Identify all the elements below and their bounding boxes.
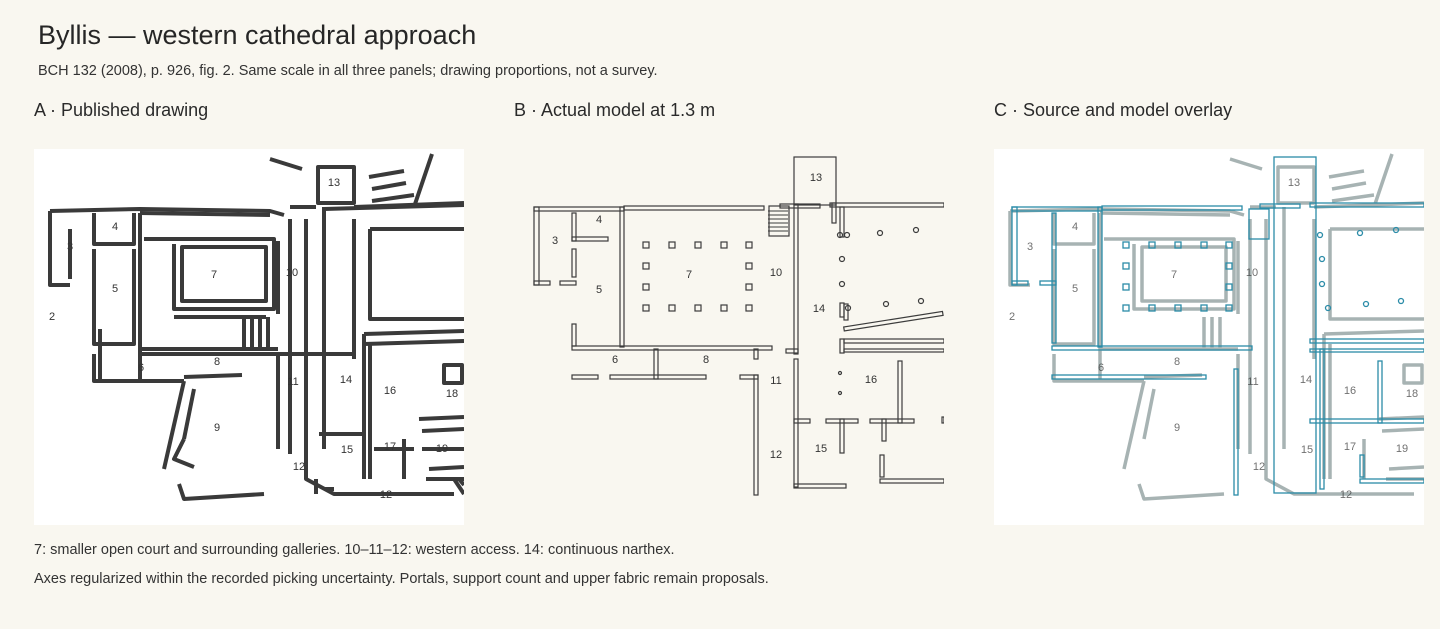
- drawing-walls: [48, 153, 464, 501]
- drawing-label: 11: [287, 376, 298, 388]
- overlay-label: 19: [1396, 443, 1408, 455]
- model-label: 6: [612, 354, 618, 366]
- drawing-room-labels: 13 3 4 7 10 5 2 8 6 11 14 16 18 9 15 17 …: [49, 177, 458, 501]
- model-label: 15: [815, 443, 827, 455]
- drawing-label: 9: [214, 422, 220, 434]
- drawing-label: 15: [341, 444, 353, 456]
- drawing-label: 7: [211, 269, 217, 281]
- overlay-label: 3: [1027, 241, 1033, 253]
- model-room-labels: 13 4 3 7 10 5 14 6 8 11 16 12 15: [552, 172, 877, 461]
- model-walls: [533, 156, 944, 496]
- note-line-2: Axes regularized within the recorded pic…: [34, 571, 769, 587]
- overlay-drawing-walls: [1008, 153, 1424, 501]
- model-label: 12: [770, 449, 782, 461]
- model-plan-svg: 13 4 3 7 10 5 14 6 8 11 16 12 15: [533, 156, 944, 496]
- drawing-label: 10: [286, 267, 298, 279]
- drawing-label: 18: [446, 388, 458, 400]
- page-title: Byllis — western cathedral approach: [38, 20, 477, 50]
- panel-b-model: 13 4 3 7 10 5 14 6 8 11 16 12 15: [514, 149, 944, 525]
- drawing-label: 19: [436, 443, 448, 455]
- drawing-label: 5: [112, 283, 118, 295]
- model-label: 11: [770, 375, 781, 387]
- note-line-1: 7: smaller open court and surrounding ga…: [34, 542, 675, 558]
- drawing-label: 14: [340, 374, 352, 386]
- overlay-label: 13: [1288, 177, 1300, 189]
- overlay-label: 4: [1072, 221, 1078, 233]
- model-label: 3: [552, 235, 558, 247]
- panel-c-label: C · Source and model overlay: [994, 100, 1233, 120]
- drawing-label: 12: [293, 461, 305, 473]
- model-label: 7: [686, 269, 692, 281]
- panel-c-overlay: 13 3 4 7 10 5 2 8 6 11 14 16 18 9 15 17 …: [994, 149, 1424, 525]
- overlay-label: 11: [1247, 376, 1258, 388]
- overlay-label: 16: [1344, 385, 1356, 397]
- overlay-label: 2: [1009, 311, 1015, 323]
- model-piers: [642, 226, 925, 396]
- overlay-model-piers: [1122, 226, 1405, 312]
- overlay-label: 18: [1406, 388, 1418, 400]
- overlay-label: 6: [1098, 362, 1104, 374]
- overlay-label: 12: [1340, 489, 1352, 501]
- drawing-label: 13: [328, 177, 340, 189]
- model-label: 14: [813, 303, 825, 315]
- overlay-label: 9: [1174, 422, 1180, 434]
- drawing-label: 2: [49, 311, 55, 323]
- model-label: 10: [770, 267, 782, 279]
- overlay-label: 12: [1253, 461, 1265, 473]
- overlay-label: 10: [1246, 267, 1258, 279]
- drawing-label: 8: [214, 356, 220, 368]
- panel-a-published-drawing: 13 3 4 7 10 5 2 8 6 11 14 16 18 9 15 17 …: [34, 149, 464, 525]
- model-label: 8: [703, 354, 709, 366]
- drawing-label: 6: [138, 362, 144, 374]
- overlay-label: 5: [1072, 283, 1078, 295]
- drawing-label: 12: [380, 489, 392, 501]
- overlay-label: 14: [1300, 374, 1312, 386]
- drawing-label: 17: [384, 441, 396, 453]
- model-label: 16: [865, 374, 877, 386]
- drawing-plan-svg: 13 3 4 7 10 5 2 8 6 11 14 16 18 9 15 17 …: [48, 153, 464, 501]
- overlay-model-walls: [1011, 156, 1424, 496]
- model-label: 4: [596, 214, 602, 226]
- model-label: 13: [810, 172, 822, 184]
- overlay-room-labels: 13 3 4 7 10 5 2 8 6 11 14 16 18 9 15 17 …: [1009, 177, 1418, 501]
- overlay-label: 8: [1174, 356, 1180, 368]
- drawing-label: 3: [67, 241, 73, 253]
- model-label: 5: [596, 284, 602, 296]
- panel-a-label: A · Published drawing: [34, 100, 209, 120]
- overlay-label: 15: [1301, 444, 1313, 456]
- model-stair: [768, 210, 788, 232]
- overlay-label: 7: [1171, 269, 1177, 281]
- panel-b-label: B · Actual model at 1.3 m: [514, 100, 716, 120]
- drawing-label: 16: [384, 385, 396, 397]
- drawing-label: 4: [112, 221, 118, 233]
- overlay-label: 17: [1344, 441, 1356, 453]
- page-subtitle: BCH 132 (2008), p. 926, fig. 2. Same sca…: [38, 63, 658, 79]
- overlay-plan-svg: 13 3 4 7 10 5 2 8 6 11 14 16 18 9 15 17 …: [1008, 153, 1424, 501]
